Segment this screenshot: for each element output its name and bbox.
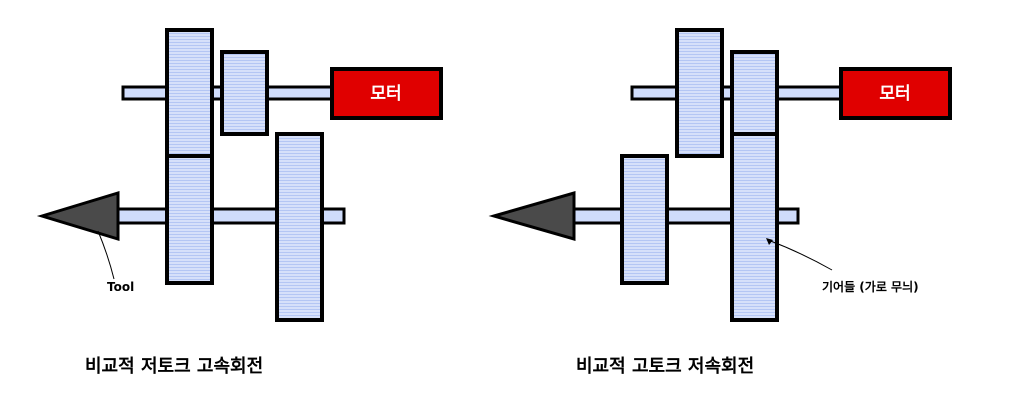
- left-large-motor-gear: [165, 28, 214, 158]
- right-large-tool-gear: [730, 132, 779, 322]
- left-caption: 비교적 저토크 고속회전: [85, 356, 263, 377]
- left-tool-leader-line: [97, 230, 115, 280]
- right-small-motor-gear: [675, 28, 724, 158]
- left-motor-box: [330, 67, 443, 120]
- right-panel: 모터 기어들 (가로 무늬) 비교적 고토크 저속회전: [488, 28, 952, 377]
- left-tool-icon: [36, 190, 120, 242]
- left-idle-tool-gear: [275, 132, 324, 322]
- right-gear-label: 기어들 (가로 무늬): [822, 279, 919, 294]
- right-gear-leader-line: [767, 239, 833, 271]
- left-large-tool-gear: [165, 154, 214, 285]
- left-tool-label: Tool: [107, 280, 134, 294]
- right-caption: 비교적 고토크 저속회전: [576, 356, 754, 377]
- right-gear-leader-arrow: [766, 238, 773, 245]
- left-motor-label: 모터: [370, 84, 401, 104]
- left-small-motor-gear: [220, 50, 269, 136]
- right-upper-gear-segment: [730, 50, 779, 136]
- right-tool-icon: [488, 191, 576, 241]
- left-panel: 모터 Tool 비교적 저토크 고속회전: [36, 28, 443, 377]
- right-small-tool-gear: [620, 154, 669, 285]
- right-motor-box: [839, 67, 952, 120]
- right-motor-label: 모터: [879, 84, 910, 104]
